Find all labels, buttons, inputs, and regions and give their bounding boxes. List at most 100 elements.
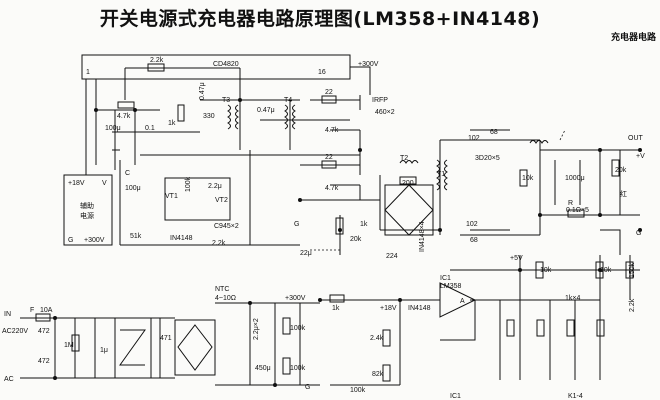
label-r2k2-c: 2.2k [629, 298, 636, 312]
label-r4k7-b: 4.7k [325, 127, 339, 134]
label-c1000u: 1000μ [565, 175, 585, 182]
label-r51k: 51k [130, 233, 142, 240]
label-ic-cd4820: CD4820 [213, 61, 239, 68]
label-r150k: 150k [629, 262, 636, 278]
label-irfp-qty: 460×2 [375, 109, 395, 116]
label-fuse-val: 10A [40, 307, 53, 314]
label-v5: +5V [510, 255, 523, 262]
label-d3d20: 3D20×5 [475, 155, 500, 162]
label-r4k7-c: 4.7k [325, 185, 339, 192]
component-labels: 2.2k CD4820 1 16 +300V 0.47μ 330 T3 0.47… [2, 57, 645, 400]
label-c100u-b: 100μ [125, 185, 141, 192]
label-box-line2: 电源 [80, 211, 94, 220]
label-c100u-a: 100μ [105, 125, 121, 132]
label-r100k-a: 100k [185, 176, 192, 192]
label-c945: C945×2 [214, 223, 239, 230]
label-r22-a: 22 [325, 89, 333, 96]
label-c102-b: 102 [466, 221, 478, 228]
label-g-b: G [305, 384, 310, 391]
label-r1k-b: 1k [360, 221, 368, 228]
label-t4: T4 [284, 97, 292, 104]
label-g-box: G [68, 237, 73, 244]
label-r200: 200 [402, 180, 414, 187]
label-out: OUT [628, 135, 644, 142]
oscillator-block [164, 177, 231, 221]
label-c01: 0.1 [145, 125, 155, 132]
label-vplus: +V [636, 153, 645, 160]
label-v300-box: +300V [84, 237, 105, 244]
label-r10k-c: 10k [600, 267, 612, 274]
label-c2u2: 2.2μ [208, 183, 222, 190]
label-ntc: NTC [215, 286, 229, 293]
label-ac220: AC220V [2, 328, 28, 335]
label-r100k-c: 100k [290, 325, 306, 332]
label-in: IN [4, 311, 11, 318]
label-c047-b: 0.47μ [257, 107, 275, 114]
label-c047-a: 0.47μ [199, 82, 206, 100]
label-irfp: IRFP [372, 97, 388, 104]
label-c-tag: C [125, 170, 130, 177]
label-pin1: 1 [86, 69, 90, 76]
label-ic1-b: IC1 [450, 393, 461, 400]
label-lm358: LM358 [440, 283, 462, 290]
label-c102-a: 102 [468, 135, 480, 142]
label-amp-a: A [460, 298, 465, 305]
label-k14: K1-4 [568, 393, 583, 400]
corner-label: 充电器电路 [610, 33, 656, 43]
junction-dots [53, 98, 642, 387]
transformer-coils [227, 104, 549, 191]
dashed-lines [310, 129, 566, 251]
label-v300-top: +300V [358, 61, 379, 68]
label-c2u2x2: 2.2μ×2 [253, 318, 260, 340]
label-v-box: V [102, 180, 107, 187]
label-r330: 330 [203, 113, 215, 120]
rectifier-box [174, 319, 216, 376]
label-c1u: 1μ [100, 347, 108, 354]
label-c472-a: 472 [38, 328, 50, 335]
label-r1m: 1M [64, 342, 74, 349]
label-c224: 224 [386, 253, 398, 260]
label-gnd-right: G [636, 230, 641, 237]
label-ac: AC [4, 376, 14, 383]
label-c472-b: 472 [38, 358, 50, 365]
label-r10k-a: 10k [522, 175, 534, 182]
label-r4k7-a: 4.7k [117, 113, 131, 120]
label-t2: T2 [400, 155, 408, 162]
label-c450u: 450μ [255, 365, 271, 372]
label-pin16: 16 [318, 69, 326, 76]
label-r22-b: 22 [325, 154, 333, 161]
label-r-2k2-top: 2.2k [150, 57, 164, 64]
label-r100k-d: 100k [290, 365, 306, 372]
aux-power-box [63, 174, 113, 246]
label-in4148x4: IN4148×4 [419, 221, 426, 252]
label-t1: T1 [437, 171, 445, 178]
wires [20, 54, 640, 386]
emi-choke-box [114, 317, 152, 379]
page-title: 开关电源式充电器电路原理图(LM358+IN4148) [99, 8, 541, 30]
label-v18-b: +18V [380, 305, 397, 312]
label-r20k-a: 20k [350, 236, 362, 243]
label-r1k-a: 1k [168, 120, 176, 127]
label-g-a: G [294, 221, 299, 228]
label-t3: T3 [222, 97, 230, 104]
label-v18-box: +18V [68, 180, 85, 187]
label-r-sense: R [568, 200, 573, 207]
label-r1k-c: 1k [332, 305, 340, 312]
label-c471: 471 [160, 335, 172, 342]
label-r1kx4: 1k×4 [565, 295, 580, 302]
label-r10k-b: 10k [540, 267, 552, 274]
label-c22u: 22μ [300, 250, 312, 257]
label-ntc-val: 4~10Ω [215, 295, 236, 302]
label-vt1: VT1 [165, 193, 178, 200]
label-r-sense-val: 0.1Ω×5 [566, 207, 589, 214]
label-r2k2-b: 2.2k [212, 240, 226, 247]
label-ic1-a: IC1 [440, 275, 451, 282]
label-r100k-b: 100k [350, 387, 366, 394]
label-fuse: F [30, 307, 34, 314]
label-r68-a: 68 [490, 129, 498, 136]
label-vt2: VT2 [215, 197, 228, 204]
label-r20k-b: 20k [615, 167, 627, 174]
label-box-line1: 辅助 [80, 201, 94, 210]
